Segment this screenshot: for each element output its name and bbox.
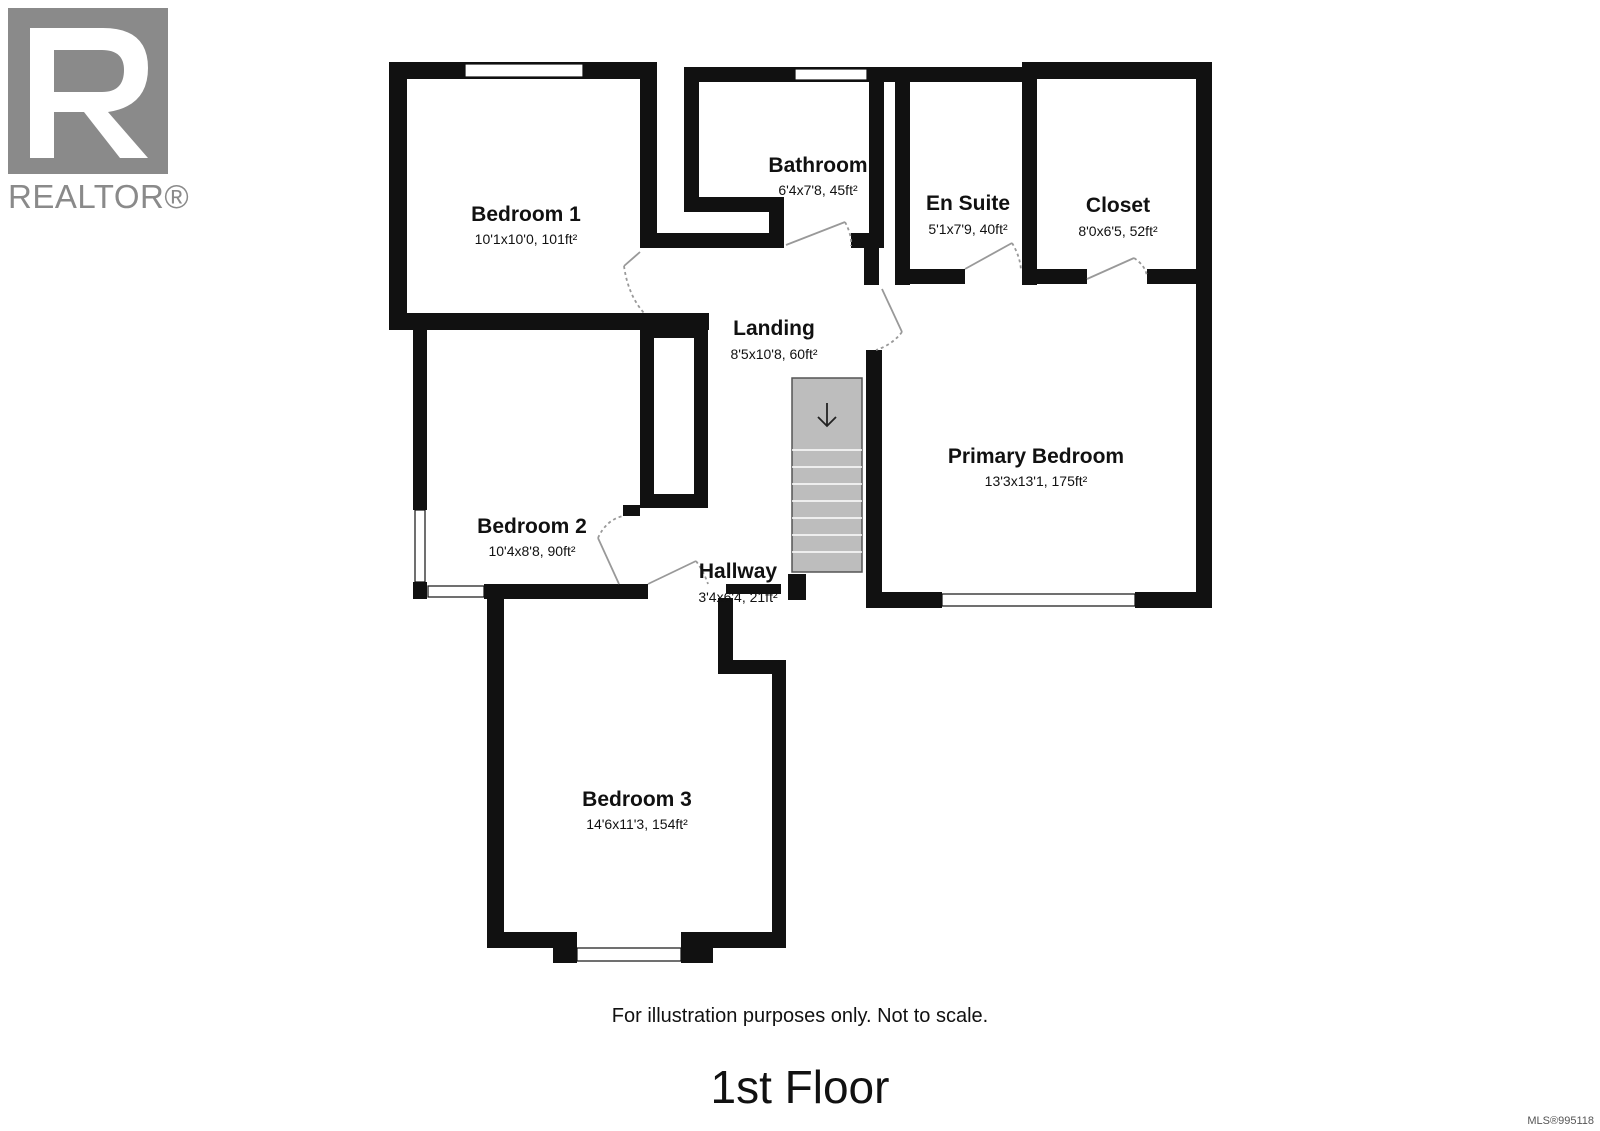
room-name-bedroom3: Bedroom 3 — [582, 788, 692, 811]
room-name-bedroom2: Bedroom 2 — [477, 515, 587, 538]
window-bedroom3 — [576, 947, 682, 962]
realtor-wordmark: REALTOR® — [8, 178, 190, 215]
room-dims-bedroom2: 10'4x8'8, 90ft² — [488, 543, 575, 559]
window-bedroom2-bottom — [427, 585, 485, 598]
room-dims-bedroom1: 10'1x10'0, 101ft² — [475, 231, 578, 247]
room-name-primary-bedroom: Primary Bedroom — [948, 445, 1124, 468]
realtor-logo: REALTOR® — [8, 8, 189, 215]
room-dims-closet: 8'0x6'5, 52ft² — [1078, 223, 1158, 239]
stair-treads — [792, 449, 862, 553]
room-name-bedroom1: Bedroom 1 — [471, 203, 581, 226]
room-dims-primary-bedroom: 13'3x13'1, 175ft² — [985, 473, 1088, 489]
room-name-ensuite: En Suite — [926, 192, 1010, 215]
window-primary-bedroom — [941, 593, 1136, 607]
floor-title: 1st Floor — [710, 1061, 890, 1113]
room-dims-bedroom3: 14'6x11'3, 154ft² — [586, 816, 688, 832]
room-name-bathroom: Bathroom — [768, 154, 867, 177]
window-bathroom — [794, 68, 868, 81]
room-dims-bathroom: 6'4x7'8, 45ft² — [778, 182, 858, 198]
room-name-closet: Closet — [1086, 194, 1150, 217]
doors — [597, 221, 1148, 585]
disclaimer: For illustration purposes only. Not to s… — [611, 1005, 989, 1027]
room-name-hallway: Hallway — [699, 560, 778, 583]
walls — [389, 62, 1212, 963]
down-arrow-icon — [817, 403, 837, 428]
room-dims-ensuite: 5'1x7'9, 40ft² — [928, 221, 1008, 237]
realtor-r-logo-icon — [8, 8, 168, 174]
mls-number: MLS®995118 — [1527, 1115, 1594, 1127]
room-dims-landing: 8'5x10'8, 60ft² — [730, 346, 817, 362]
room-labels: Bedroom 1 10'1x10'0, 101ft² Bathroom 6'4… — [471, 154, 1158, 832]
room-dims-hallway: 3'4x6'4, 21ft² — [698, 589, 778, 605]
room-name-landing: Landing — [733, 317, 815, 340]
stairs — [791, 377, 863, 573]
windows — [414, 63, 1136, 962]
window-bedroom1 — [464, 63, 584, 78]
window-bedroom2-side — [414, 509, 426, 583]
